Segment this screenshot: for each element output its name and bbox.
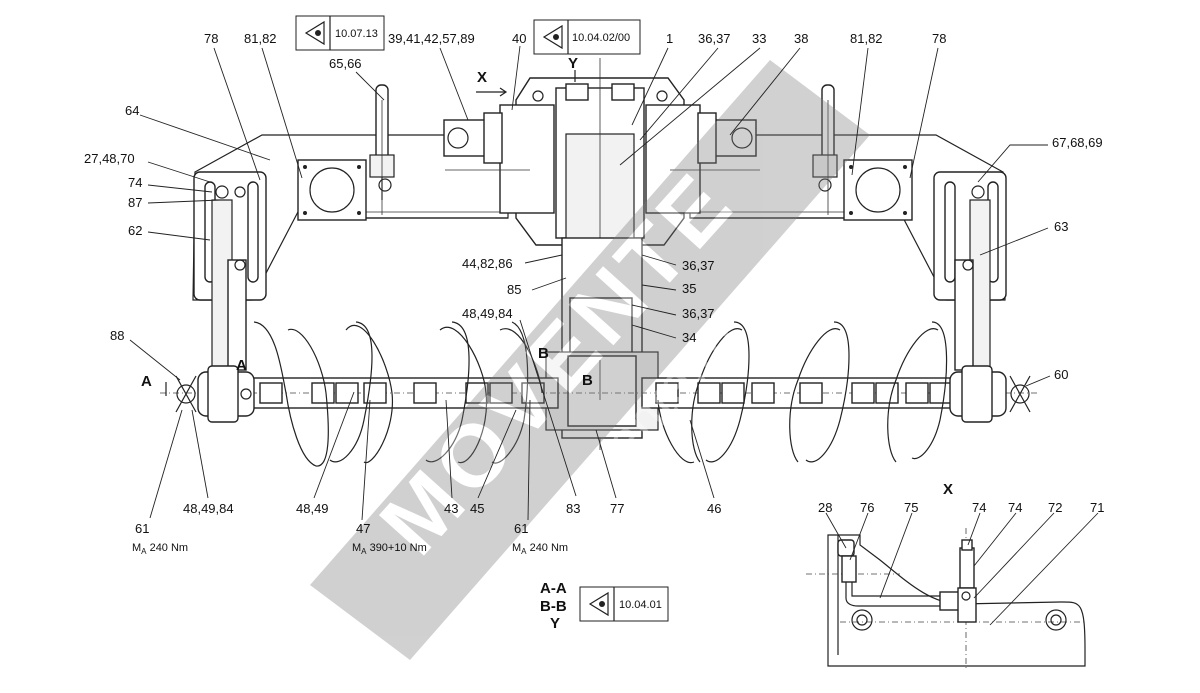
torque-left-sub: A <box>141 547 147 556</box>
torque-left-value: 240 Nm <box>147 542 189 554</box>
left-side-arm <box>193 171 267 371</box>
auger-shaft <box>160 377 1040 409</box>
callout-6566: 65,66 <box>329 56 362 71</box>
svg-text:MA 240 Nm: MA 240 Nm <box>132 542 188 556</box>
view-markers: X Y A A B B <box>141 55 593 396</box>
callout-3637-low: 36,37 <box>682 306 715 321</box>
detail-x-title: X <box>943 481 953 498</box>
torque-right-sub: A <box>521 547 527 556</box>
auger-flights-right <box>657 321 948 464</box>
callout-61-mid: 61 <box>514 521 528 536</box>
callout-74-b: 74 <box>1008 500 1022 515</box>
main-frame <box>192 134 1006 301</box>
ref-label-top-left: 10.07.13 <box>335 28 378 40</box>
section-aa: A-A <box>540 580 567 597</box>
torque-mid-prefix: M <box>352 542 361 554</box>
callout-39-89: 39,41,42,57,89 <box>388 31 475 46</box>
torque-note-left: MA 240 Nm <box>132 542 188 556</box>
callout-47: 47 <box>356 521 370 536</box>
callout-28: 28 <box>818 500 832 515</box>
callout-448286: 44,82,86 <box>462 256 513 271</box>
torque-left-prefix: M <box>132 542 141 554</box>
svg-text:MA 240 Nm: MA 240 Nm <box>512 542 568 556</box>
callout-3637-top: 36,37 <box>698 31 731 46</box>
ref-label-top-center: 10.04.02/00 <box>572 32 630 44</box>
callout-77: 77 <box>610 501 624 516</box>
callout-63: 63 <box>1054 219 1068 234</box>
callout-61-left: 61 <box>135 521 149 536</box>
hydraulic-cylinder-right <box>812 84 838 215</box>
right-end-bearing <box>949 365 1031 423</box>
torque-right-value: 240 Nm <box>527 542 569 554</box>
callout-43: 43 <box>444 501 458 516</box>
callout-64: 64 <box>125 103 139 118</box>
callout-1: 1 <box>666 31 673 46</box>
callout-34: 34 <box>682 330 696 345</box>
callout-8182-left: 81,82 <box>244 31 277 46</box>
left-end-bearing <box>175 365 255 423</box>
detail-x-view: X 28 76 75 74 74 72 <box>806 481 1104 670</box>
callout-85: 85 <box>507 282 521 297</box>
section-y: Y <box>550 615 560 632</box>
callout-72: 72 <box>1048 500 1062 515</box>
callout-676869: 67,68,69 <box>1052 135 1103 150</box>
torque-note-mid: MA 390+10 Nm <box>352 542 427 556</box>
svg-text:MA 390+10 Nm: MA 390+10 Nm <box>352 542 427 556</box>
torque-mid-value: 390+10 Nm <box>367 542 427 554</box>
callout-33: 33 <box>752 31 766 46</box>
callout-40: 40 <box>512 31 526 46</box>
marker-b-mid2: B <box>582 372 593 389</box>
callout-38: 38 <box>794 31 808 46</box>
callout-4849: 48,49 <box>296 501 329 516</box>
callout-274870: 27,48,70 <box>84 151 135 166</box>
torque-note-right: MA 240 Nm <box>512 542 568 556</box>
torque-right-prefix: M <box>512 542 521 554</box>
callout-83: 83 <box>566 501 580 516</box>
callout-74-a: 74 <box>972 500 986 515</box>
right-side-arm <box>933 171 1007 371</box>
center-gearbox <box>443 58 760 450</box>
ref-box-top-left[interactable]: 10.07.13 <box>295 15 385 51</box>
auger-flights-left <box>253 321 543 467</box>
callout-88: 88 <box>110 328 124 343</box>
marker-a-left2: A <box>236 357 247 374</box>
callout-8182-right: 81,82 <box>850 31 883 46</box>
callout-3637-mid: 36,37 <box>682 258 715 273</box>
hydraulic-cylinder-left <box>369 84 395 215</box>
vertical-housing <box>545 237 659 439</box>
torque-mid-sub: A <box>361 547 367 556</box>
callout-484984-mid: 48,49,84 <box>462 306 513 321</box>
section-list: A-A B-B Y <box>540 580 567 632</box>
callouts: 78 81,82 65,66 39,41,42,57,89 40 1 36,37… <box>84 31 1103 536</box>
callout-78-right: 78 <box>932 31 946 46</box>
callout-45: 45 <box>470 501 484 516</box>
marker-b-mid: B <box>538 345 549 362</box>
callout-87: 87 <box>128 195 142 210</box>
callout-60: 60 <box>1054 367 1068 382</box>
marker-y-top: Y <box>568 55 578 72</box>
marker-a-left: A <box>141 373 152 390</box>
marker-x-top: X <box>477 69 487 86</box>
callout-62: 62 <box>128 223 142 238</box>
section-bb: B-B <box>540 598 567 615</box>
callout-35: 35 <box>682 281 696 296</box>
ref-box-top-center[interactable]: 10.04.02/00 <box>533 19 641 55</box>
callout-78-left: 78 <box>204 31 218 46</box>
ref-box-bottom[interactable]: 10.04.01 <box>579 586 669 622</box>
callout-74-left: 74 <box>128 175 142 190</box>
callout-75: 75 <box>904 500 918 515</box>
callout-71: 71 <box>1090 500 1104 515</box>
callout-484984-left: 48,49,84 <box>183 501 234 516</box>
leader-lines <box>129 45 1051 521</box>
callout-46: 46 <box>707 501 721 516</box>
callout-76: 76 <box>860 500 874 515</box>
ref-label-bottom: 10.04.01 <box>619 599 662 611</box>
